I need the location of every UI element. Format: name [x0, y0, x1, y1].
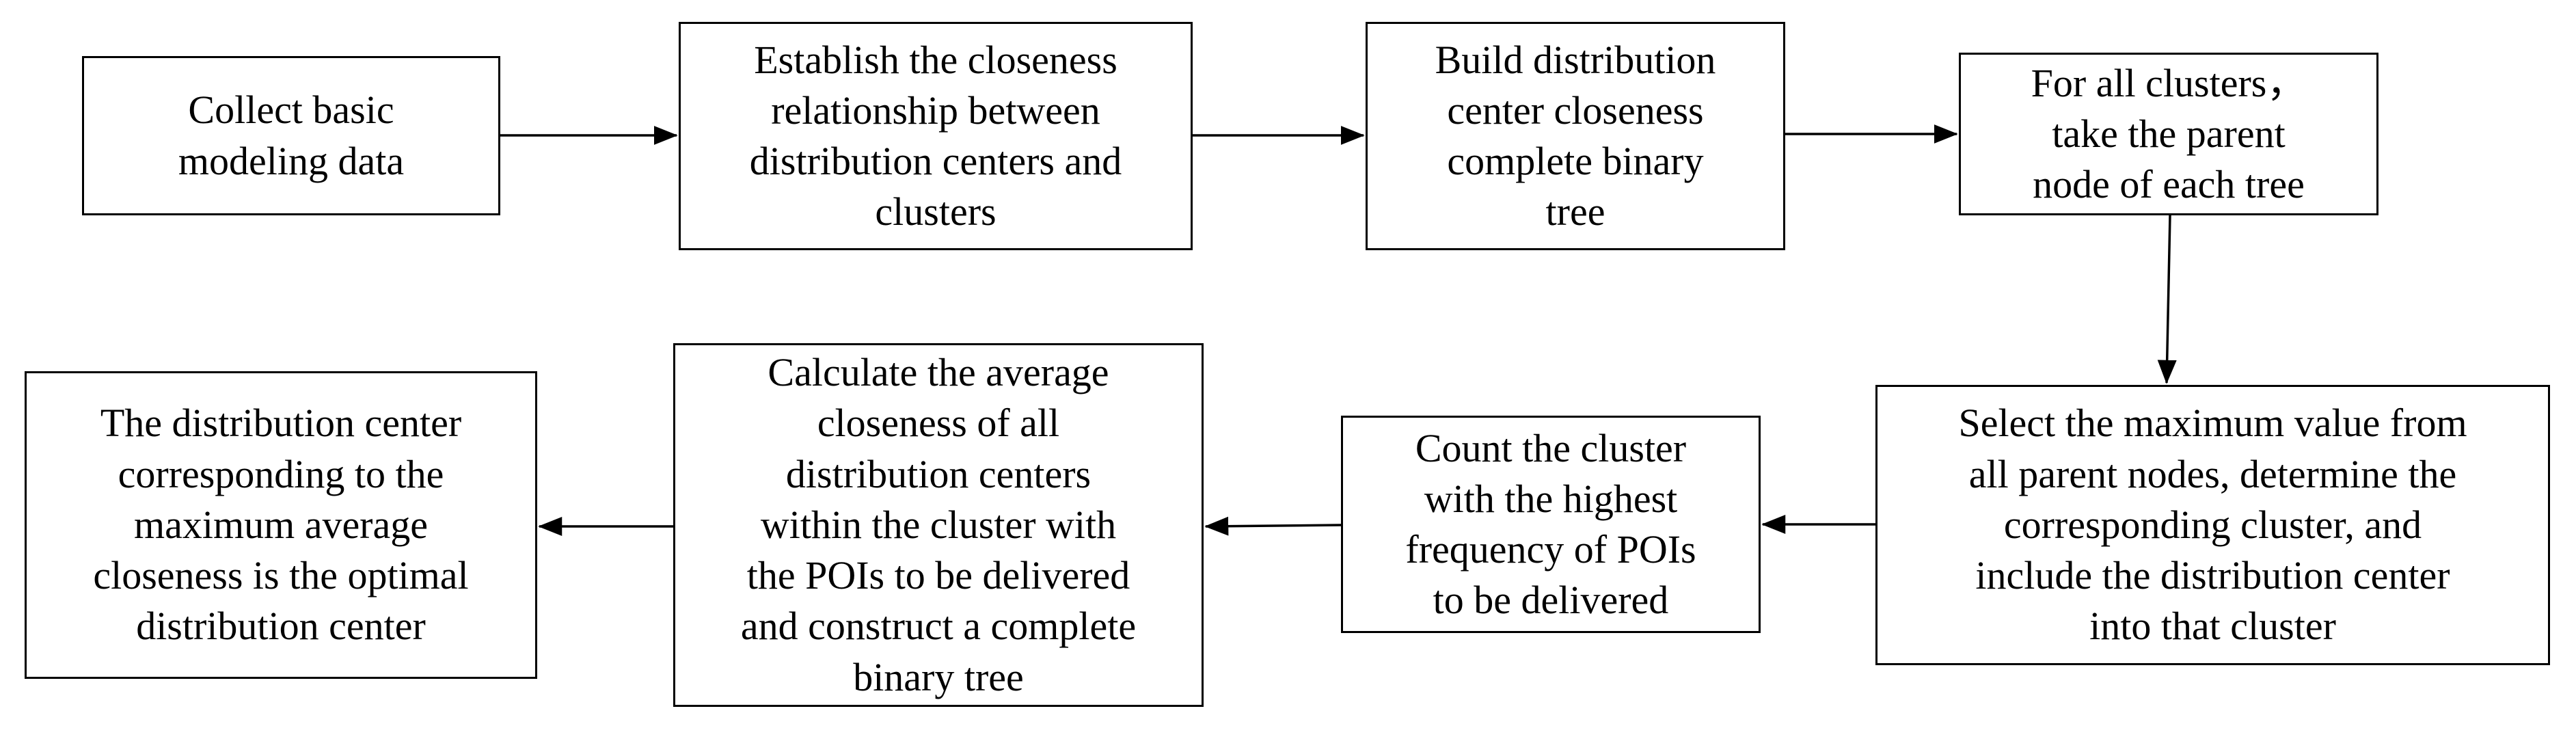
step-establish-closeness: Establish the closeness relationship bet…	[679, 22, 1193, 250]
step-calculate-average: Calculate the average closeness of all d…	[673, 343, 1204, 707]
step-collect-data-text: Collect basic modeling data	[178, 88, 405, 183]
step-build-tree-text: Build distribution center closeness comp…	[1435, 37, 1716, 234]
step-count-cluster: Count the cluster with the highest frequ…	[1341, 416, 1761, 633]
arrow-count-to-calculate	[1204, 516, 1342, 536]
step-optimal-center: The distribution center corresponding to…	[25, 371, 537, 679]
step-select-max: Select the maximum value from all parent…	[1875, 385, 2550, 665]
step-optimal-center-text: The distribution center corresponding to…	[93, 401, 469, 649]
step-establish-closeness-text: Establish the closeness relationship bet…	[749, 37, 1122, 234]
step-select-max-text: Select the maximum value from all parent…	[1958, 401, 2467, 649]
arrow-parent-to-select	[2157, 215, 2177, 384]
step-take-parent-text: For all clusters， take the parent node o…	[2031, 60, 2307, 207]
step-count-cluster-text: Count the cluster with the highest frequ…	[1405, 425, 1696, 623]
step-calculate-average-text: Calculate the average closeness of all d…	[740, 350, 1137, 699]
step-build-tree: Build distribution center closeness comp…	[1366, 22, 1785, 250]
step-take-parent: For all clusters， take the parent node o…	[1959, 53, 2378, 215]
step-collect-data: Collect basic modeling data	[82, 56, 500, 215]
